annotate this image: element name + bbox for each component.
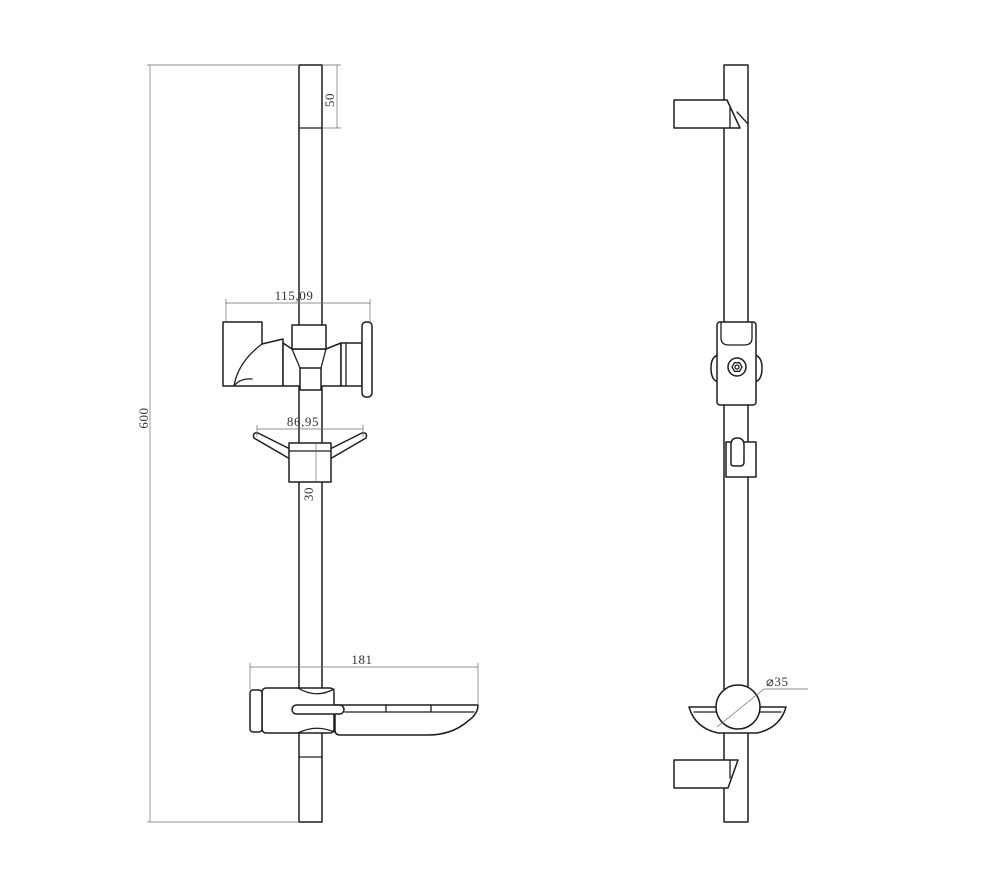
hook-height-label: 30 xyxy=(301,487,316,501)
holder-clamp-collar xyxy=(291,324,327,350)
side-bottom-bracket xyxy=(673,759,739,789)
side-holder-bolt xyxy=(727,357,747,377)
holder-cup-socket-curve xyxy=(233,343,263,387)
top-bracket-notch xyxy=(736,111,749,125)
hook-collar xyxy=(288,442,332,483)
soap-dish-tray xyxy=(334,704,479,736)
holder-clamp-edge-right xyxy=(320,348,327,369)
holder-knob-plate xyxy=(361,321,373,398)
side-top-bracket xyxy=(673,99,749,129)
soap-dish-slot xyxy=(291,704,345,715)
side-holder-cup xyxy=(720,321,753,346)
side-view: ⌀35 xyxy=(673,64,808,823)
hook-width-label: 86,95 xyxy=(287,414,319,429)
bolt-hex-icon xyxy=(731,362,743,372)
hook-right-arm xyxy=(329,432,368,460)
front-dimensions: 600 50 115,09 86,95 30 181 xyxy=(136,64,479,823)
side-soap-dish: ⌀35 xyxy=(688,674,808,734)
rail-diameter-label: ⌀35 xyxy=(766,674,789,689)
soap-dish-collar-bottom-curve xyxy=(297,727,335,734)
holder-cup-inner-curve xyxy=(233,378,253,387)
side-hook-holder xyxy=(725,437,757,478)
soap-dish-collar-top-curve xyxy=(297,687,335,695)
overall-height-label: 600 xyxy=(136,407,151,428)
front-hand-shower-holder xyxy=(222,321,373,398)
side-hook xyxy=(730,437,745,467)
holder-clamp-edge-left xyxy=(291,348,301,369)
hook-left-arm xyxy=(252,432,291,460)
front-soap-dish xyxy=(249,687,479,736)
soap-dish-collar-end xyxy=(249,689,263,733)
top-bracket-arm xyxy=(673,99,741,129)
front-hook-holder xyxy=(252,432,368,483)
dish-width-label: 181 xyxy=(351,652,372,667)
holder-cup xyxy=(222,321,284,387)
holder-clamp-lower-collar xyxy=(299,367,322,391)
side-rail-section xyxy=(715,684,761,730)
holder-knob xyxy=(340,342,363,387)
bolt-center xyxy=(734,364,740,370)
holder-width-label: 115,09 xyxy=(275,288,314,303)
front-view: 600 50 115,09 86,95 30 181 xyxy=(136,64,479,823)
top-cap-label: 50 xyxy=(322,93,337,107)
rail-diameter-leader xyxy=(716,688,765,728)
bottom-bracket-arm xyxy=(673,759,739,789)
side-hand-shower-holder xyxy=(710,321,763,406)
